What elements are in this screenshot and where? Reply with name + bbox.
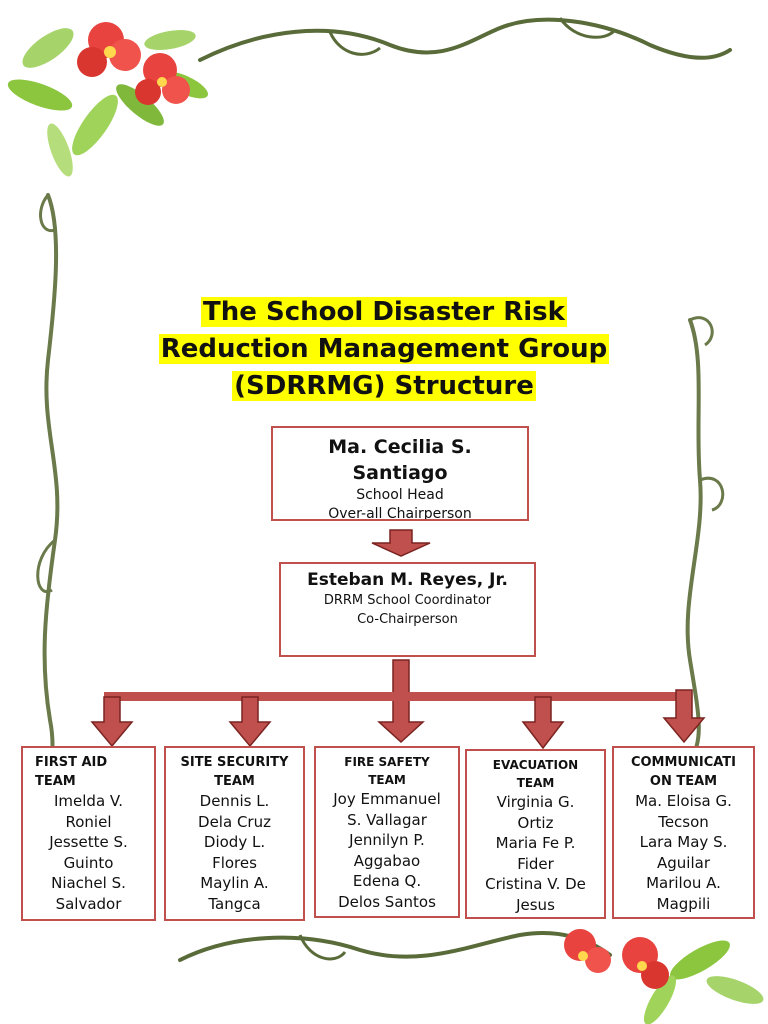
coordinator-box: Esteban M. Reyes, Jr. DRRM School Coordi… [279,562,536,657]
vine-scroll [198,17,732,62]
team-box-first-aid: FIRST AID TEAM Imelda V. Roniel Jessette… [21,746,156,921]
team-member: Jennilyn P. [349,831,425,849]
team-member: Salvador [55,894,122,913]
team-member: Roniel [65,812,112,831]
team-member: Cristina V. De [485,875,586,893]
flower-icon [622,937,669,989]
team-title: FIRST AID TEAM [35,755,108,789]
team-member: Guinto [63,853,114,872]
team-title: COMMUNICATI ON TEAM [630,755,737,789]
team-member: Jesus [516,895,555,914]
team-member: Maylin A. [200,874,269,892]
team-member: Virginia G. [496,793,575,811]
team-member: Fider [517,854,554,873]
team-member: Tangca [208,894,261,913]
team-member: Delos Santos [338,892,436,911]
team-box-evacuation: EVACUATION TEAM Virginia G. Ortiz Maria … [465,749,606,919]
arrow-to-evacuation [521,696,565,750]
coordinator-role: Co-Chairperson [357,612,458,627]
team-member: Lara May S. [639,833,728,851]
flower-icon [564,929,611,973]
vine-scroll [178,930,612,962]
team-member: Flores [212,853,257,872]
team-title: FIRE SAFETY TEAM [344,755,430,787]
arrow-to-first-aid [90,696,134,748]
flower-icon [77,22,141,77]
team-title: EVACUATION TEAM [492,758,579,790]
team-member: Marilou A. [646,874,721,892]
title-line: The School Disaster Risk [201,297,567,327]
arrow-to-site-security [228,696,272,748]
team-member: Ortiz [517,813,554,832]
team-box-fire-safety: FIRE SAFETY TEAM Joy Emmanuel S. Vallaga… [314,746,460,918]
team-member: Ma. Eloisa G. [635,792,732,810]
flower-icon [135,53,190,105]
team-member: S. Vallagar [347,810,427,829]
team-member: Imelda V. [53,792,123,810]
team-member: Magpili [656,894,711,913]
team-member: Edena Q. [352,872,422,890]
school-head-role: School Head [356,487,444,503]
team-member: Aggabao [353,851,421,870]
title-line: (SDRRMG) Structure [232,371,536,401]
coordinator-name: Esteban M. Reyes, Jr. [307,570,508,590]
team-member: Niachel S. [51,874,126,892]
vine-scroll [38,193,60,822]
school-head-name: Ma. Cecilia S. Santiago [328,436,472,484]
team-member: Dennis L. [199,792,270,810]
team-box-communication: COMMUNICATI ON TEAM Ma. Eloisa G. Tecson… [612,746,755,919]
team-member: Jessette S. [49,833,128,851]
coordinator-role: DRRM School Coordinator [323,593,492,608]
team-member: Dela Cruz [198,812,271,831]
title-line: Reduction Management Group [158,334,610,364]
org-connectors [90,529,706,750]
team-member: Tecson [658,812,709,831]
team-title: SITE SECURITY TEAM [180,755,289,789]
team-member: Maria Fe P. [495,834,576,852]
team-member: Joy Emmanuel [333,790,441,808]
team-member: Aguilar [657,853,710,872]
school-head-box: Ma. Cecilia S. Santiago School Head Over… [271,426,529,521]
arrow-head-to-coordinator [371,529,431,557]
arrow-to-communication [662,689,706,744]
team-member: Diody L. [203,833,266,851]
bottom-right-foliage [643,940,764,1024]
school-head-role: Over-all Chairperson [328,506,472,521]
branch-bar [104,692,692,701]
team-box-site-security: SITE SECURITY TEAM Dennis L. Dela Cruz D… [164,746,305,921]
vine-scroll [685,318,703,762]
page-title: The School Disaster Risk Reduction Manag… [120,294,648,405]
top-left-foliage [7,28,208,177]
